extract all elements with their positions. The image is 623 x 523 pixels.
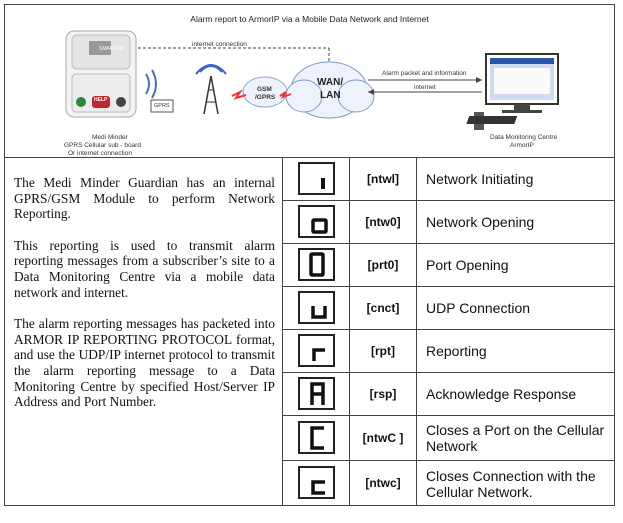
centre-label: Data Monitoring Centre [490,134,558,141]
status-row: [ntw0] Network Opening [283,201,615,244]
display-cell [283,373,350,415]
internet-label: internet [414,84,436,91]
diagram-graphic [65,30,559,130]
device-label-2: GPRS Cellular sub - board [64,142,141,149]
status-row: [ntwc] Closes Connection with the Cellul… [283,461,615,506]
status-row: [rsp] Acknowledge Response [283,373,615,416]
alarm-info-label: Alarm packet and information [382,70,467,77]
gprs-label: /GPRS [255,94,276,101]
lcd-display-icon [298,162,335,195]
status-row: [ntwC ] Closes a Port on the Cellular Ne… [283,416,615,461]
internet-connection-label: internet connection [192,41,247,48]
gsm-label: GSM [257,86,272,93]
status-code: [ntwC ] [350,416,417,460]
status-description: Closes a Port on the Cellular Network [426,422,605,454]
description-column: The Medi Minder Guardian has an internal… [4,158,283,506]
display-cell [283,158,350,200]
lcd-display-icon [298,421,335,454]
status-row: [cnct] UDP Connection [283,287,615,330]
diagram-title: Alarm report to ArmorIP via a Mobile Dat… [190,14,429,24]
status-code: [ntwc] [350,461,417,506]
paragraph: The Medi Minder Guardian has an internal… [14,175,275,222]
status-description: Reporting [426,343,487,359]
status-code: [cnct] [350,287,417,329]
device-label-3: Or internet connection [68,150,132,157]
network-diagram: Alarm report to ArmorIP via a Mobile Dat… [4,4,615,158]
status-code: [ntwl] [350,158,417,200]
page-frame [4,4,615,506]
status-row: [prt0] Port Opening [283,244,615,287]
display-cell [283,330,350,372]
status-code: [rsp] [350,373,417,415]
status-row: [ntwl] Network Initiating [283,158,615,201]
lcd-display-icon [298,334,335,367]
lan-label: LAN [320,90,341,101]
status-code: [prt0] [350,244,417,286]
lcd-display-icon [298,205,335,238]
status-description: Acknowledge Response [426,386,577,402]
display-cell [283,416,350,460]
paragraph: The alarm reporting messages has packete… [14,316,275,410]
lcd-display-icon [298,248,335,281]
status-description: Port Opening [426,257,509,273]
gprs-box-label: GPRS [154,103,170,109]
status-description: Network Initiating [426,171,534,187]
lcd-display-icon [298,291,335,324]
status-code: [rpt] [350,330,417,372]
status-row: [rpt] Reporting [283,330,615,373]
lcd-display-icon [298,377,335,410]
armorip-label: ArmorIP [510,142,534,149]
status-description: UDP Connection [426,300,531,316]
display-cell [283,287,350,329]
status-code: [ntw0] [350,201,417,243]
device-label-1: Medi Minder [92,134,128,141]
status-description: Network Opening [426,214,535,230]
lcd-display-icon [298,466,335,499]
display-cell [283,461,350,506]
paragraph: This reporting is used to transmit alarm… [14,237,275,300]
help-button-label: HELP [94,97,108,103]
status-description: Closes Connection with the Cellular Netw… [426,467,596,500]
wan-label: WAN/ [317,77,344,88]
display-cell [283,201,350,243]
display-cell [283,244,350,286]
